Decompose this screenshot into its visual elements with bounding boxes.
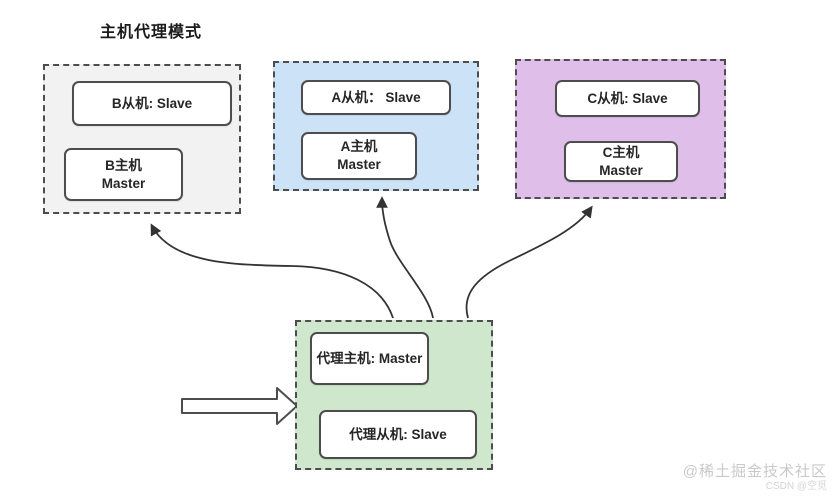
group-proxy: 代理主机: Master 代理从机: Slave bbox=[295, 320, 493, 470]
node-a-slave-label: A从机： Slave bbox=[331, 89, 421, 105]
node-a-master-label: A主机 Master bbox=[337, 139, 381, 172]
node-b-master-label: B主机 Master bbox=[101, 157, 146, 191]
node-proxy-master: 代理主机: Master bbox=[310, 332, 429, 385]
input-block-arrow bbox=[181, 387, 298, 425]
watermark: @稀土掘金技术社区 CSDN @空觅 bbox=[683, 463, 827, 493]
node-b-slave: B从机: Slave bbox=[72, 81, 232, 126]
node-a-slave: A从机： Slave bbox=[301, 80, 451, 115]
node-c-master-label: C主机 Master bbox=[599, 144, 643, 178]
page-title: 主机代理模式 bbox=[100, 24, 203, 41]
node-proxy-slave: 代理从机: Slave bbox=[319, 410, 477, 459]
node-a-master: A主机 Master bbox=[301, 132, 417, 180]
node-b-slave-label: B从机: Slave bbox=[111, 95, 193, 111]
arrow-proxy-to-b bbox=[150, 223, 394, 319]
node-c-master: C主机 Master bbox=[564, 141, 678, 182]
watermark-community: @稀土掘金技术社区 bbox=[682, 463, 827, 480]
node-c-slave-label: C从机: Slave bbox=[587, 90, 668, 106]
watermark-csdn-user: CSDN @空觅 bbox=[765, 481, 827, 492]
group-b: B从机: Slave B主机 Master bbox=[43, 64, 241, 214]
arrow-proxy-to-c bbox=[465, 205, 593, 319]
node-proxy-slave-label: 代理从机: Slave bbox=[349, 426, 447, 442]
group-a: A从机： Slave A主机 Master bbox=[273, 61, 479, 191]
arrow-proxy-to-a bbox=[376, 196, 434, 319]
node-c-slave: C从机: Slave bbox=[555, 80, 700, 117]
node-b-master: B主机 Master bbox=[64, 148, 183, 201]
node-proxy-master-label: 代理主机: Master bbox=[316, 350, 423, 366]
group-c: C从机: Slave C主机 Master bbox=[515, 59, 726, 199]
